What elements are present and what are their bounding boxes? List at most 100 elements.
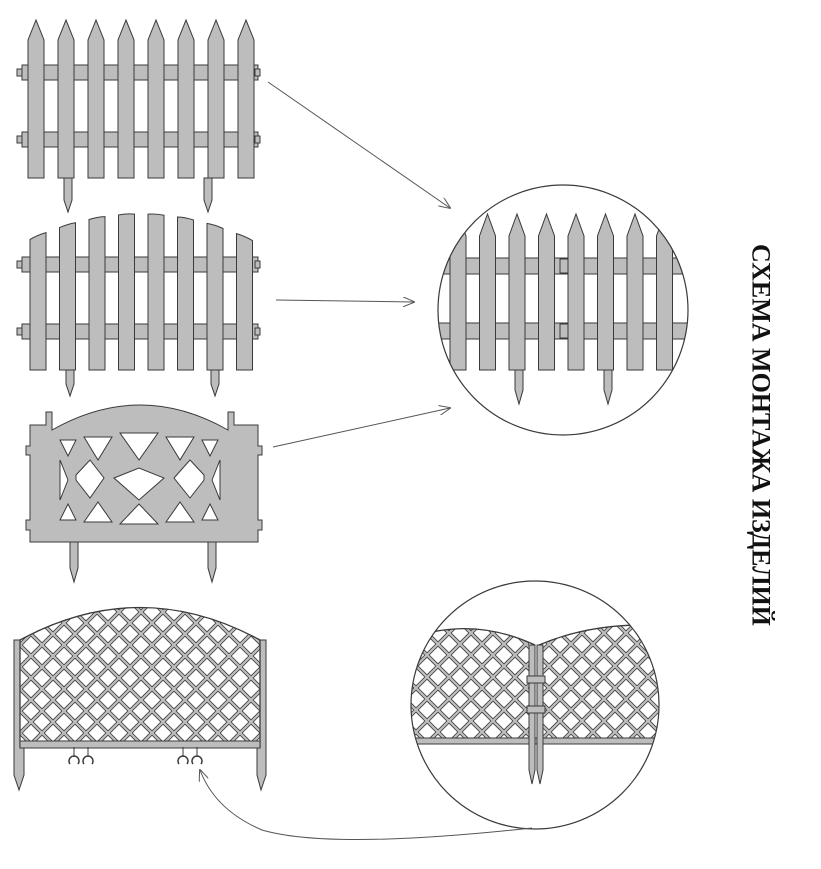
trellis-hole [32, 646, 52, 666]
trellis-hole [252, 690, 260, 710]
trellis-hole [505, 634, 525, 654]
trellis-hole [683, 613, 701, 631]
picket [479, 212, 496, 371]
arrow-panel3-to-detail [272, 408, 450, 448]
trellis-hole [550, 656, 570, 676]
trellis-hole [220, 570, 238, 588]
picket [567, 212, 585, 371]
trellis-hole [661, 569, 679, 587]
trellis-hole [650, 580, 668, 598]
trellis-hole [21, 635, 41, 655]
trellis-hole [65, 657, 85, 677]
joint-post-left [528, 644, 536, 785]
trellis-hole [461, 628, 481, 632]
picket [27, 18, 45, 179]
trellis-hole [33, 581, 51, 599]
lattice-opening [119, 432, 159, 461]
trellis-hole [253, 559, 271, 577]
trellis-hole [627, 689, 647, 709]
trellis-hole [142, 668, 162, 688]
trellis-hole [21, 701, 41, 721]
bottom-rail [411, 737, 659, 745]
trellis-hole [461, 700, 481, 720]
trellis-hole [451, 580, 469, 598]
trellis-hole [21, 657, 41, 677]
trellis-hole [120, 690, 140, 710]
picket [147, 213, 165, 371]
detail-content [438, 212, 688, 406]
trellis-hole [76, 646, 96, 666]
trellis-hole [0, 614, 18, 632]
trellis-hole [77, 581, 95, 599]
trellis-hole [99, 757, 117, 775]
trellis-hole [99, 581, 117, 599]
trellis-hole [605, 667, 625, 687]
joint-connector [559, 323, 569, 339]
trellis-hole [594, 700, 614, 720]
trellis-hole [583, 711, 603, 731]
lattice-opening [165, 501, 195, 523]
trellis-hole [164, 624, 184, 644]
trellis-hole [396, 569, 414, 587]
trellis-hole [594, 656, 614, 676]
trellis-hole [186, 646, 206, 666]
trellis-hole [472, 689, 492, 709]
trellis-hole [253, 581, 271, 599]
trellis-hole [429, 580, 447, 598]
trellis-hole [605, 645, 625, 665]
trellis-hole [109, 613, 129, 633]
trellis-hole [561, 667, 581, 687]
trellis-hole [461, 656, 481, 676]
picket [449, 212, 467, 371]
trellis-hole [418, 591, 436, 609]
trellis-hole [219, 635, 239, 655]
trellis-hole [241, 635, 260, 655]
trellis-hole [649, 689, 659, 709]
trellis-hole [131, 635, 151, 655]
trellis-hole [87, 607, 107, 611]
trellis-hole [153, 657, 173, 677]
trellis-hole [231, 559, 249, 577]
trellis-hole [505, 678, 525, 698]
detail-frame [410, 580, 660, 830]
lattice-opening [201, 502, 219, 521]
trellis-hole [187, 559, 205, 577]
trellis-hole [661, 745, 679, 763]
trellis-hole [649, 667, 659, 687]
trellis-hole [231, 581, 249, 599]
picket [597, 212, 614, 371]
mounting-clip [177, 755, 189, 765]
picket [87, 18, 105, 179]
trellis-hole [661, 635, 679, 653]
trellis-hole [628, 580, 646, 598]
trellis-hole [483, 700, 503, 720]
bottom-rail [19, 740, 261, 749]
trellis-hole [87, 745, 107, 747]
trellis-hole [131, 607, 151, 611]
lattice-opening [201, 439, 219, 458]
trellis-hole [539, 722, 548, 742]
trellis-hole [594, 678, 614, 698]
trellis-hole [561, 645, 581, 665]
trellis-hole [209, 581, 227, 599]
trellis-hole [208, 668, 228, 688]
trellis-hole [98, 712, 118, 732]
trellis-hole [109, 679, 129, 699]
trellis-hole [153, 613, 173, 633]
trellis-hole [230, 607, 250, 622]
trellis-hole [374, 635, 392, 653]
trellis-hole [606, 580, 624, 598]
trellis-hole [230, 712, 250, 732]
trellis-hole [121, 581, 139, 599]
trellis-hole [87, 635, 107, 655]
trellis-hole [197, 745, 217, 747]
trellis-hole [20, 607, 30, 622]
trellis-hole [209, 757, 227, 775]
picket [147, 18, 165, 179]
trellis-hole [661, 657, 679, 675]
trellis-hole [672, 602, 690, 620]
trellis-hole [494, 645, 514, 665]
trellis-hole [627, 667, 647, 687]
trellis-hole [175, 635, 195, 655]
